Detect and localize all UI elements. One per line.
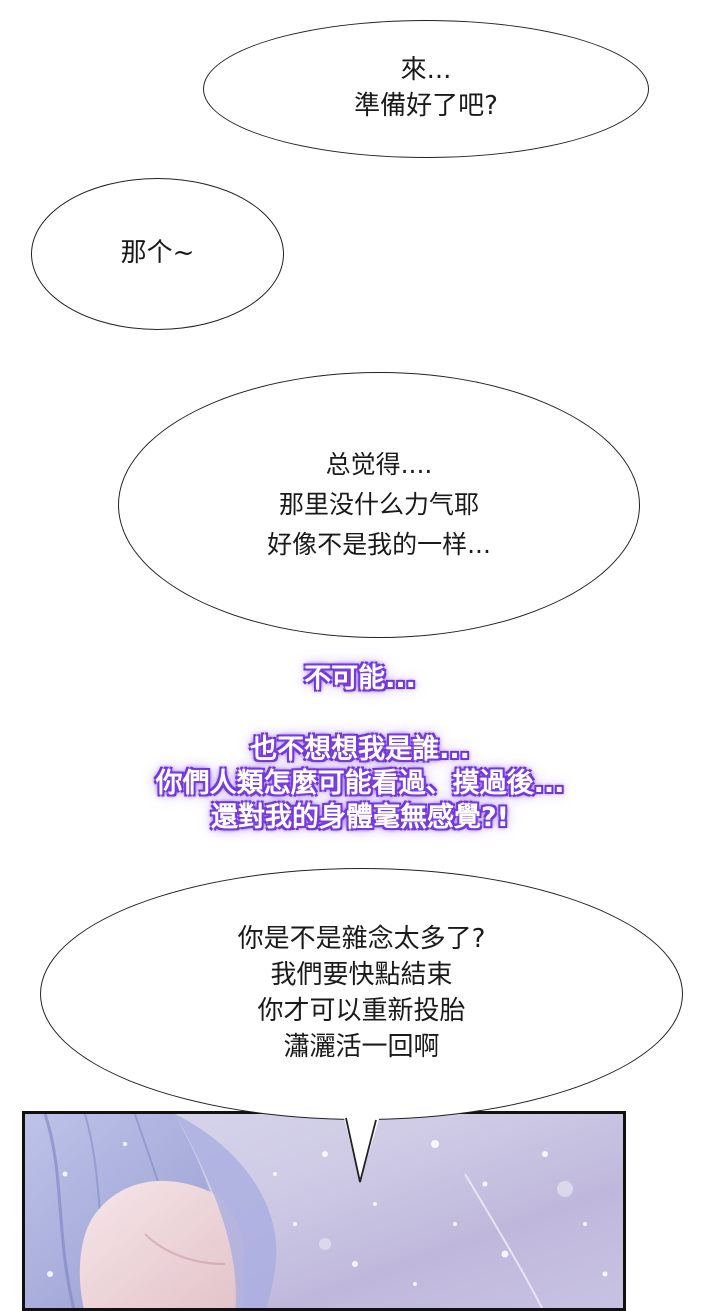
speech-bubble-middle: 总觉得.... 那里没什么力气耶 好像不是我的一样... [118,372,640,638]
bubble-line: 瀟灑活一回啊 [283,1031,440,1062]
bubble-line: 总觉得.... [325,450,433,479]
speech-bubble-bottom: 你是不是雜念太多了? 我們要快點結束 你才可以重新投胎 瀟灑活一回啊 [40,868,683,1120]
bubble-line: 我們要快點結束 [270,960,453,991]
narration-line: 你們人類怎麼可能看過、摸過後... [155,767,565,799]
narration-glow-text-2: 也不想想我是誰... 你們人類怎麼可能看過、摸過後... 還對我的身體毫無感覺?… [0,733,720,834]
bubble-line: 那个~ [120,238,195,269]
narration-glow-text-1: 不可能... [0,662,720,696]
bubble-line: 來... [400,55,452,86]
narration-line: 還對我的身體毫無感覺?! [211,801,509,833]
narration-line: 也不想想我是誰... [250,734,470,765]
snowy-scene-illustration-icon [25,1114,608,1308]
speech-bubble-top: 來... 準備好了吧? [203,20,649,158]
speech-bubble-tail [342,1110,380,1183]
bubble-line: 準備好了吧? [354,91,498,121]
narration-line: 不可能... [304,663,416,694]
bubble-line: 你才可以重新投胎 [257,996,466,1026]
comic-panel-illustration [22,1111,626,1311]
bubble-line: 那里没什么力气耶 [278,490,479,519]
bubble-line: 好像不是我的一样... [267,530,491,559]
bubble-line: 你是不是雜念太多了? [237,924,486,955]
speech-bubble-small: 那个~ [31,178,284,330]
